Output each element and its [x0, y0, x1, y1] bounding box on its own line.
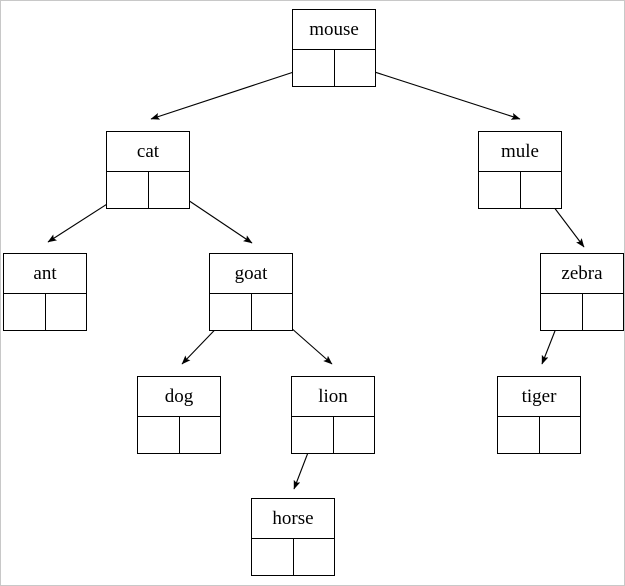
- tree-node-pointer-row: [292, 417, 374, 453]
- tree-node-pointer-row: [138, 417, 220, 453]
- right-pointer-cell[interactable]: [583, 294, 624, 330]
- left-pointer-cell[interactable]: [541, 294, 583, 330]
- tree-node-label: ant: [4, 254, 86, 294]
- tree-node-label: goat: [210, 254, 292, 294]
- left-pointer-cell[interactable]: [252, 539, 294, 575]
- tree-node-pointer-row: [107, 172, 189, 208]
- tree-node-lion[interactable]: lion: [291, 376, 375, 454]
- right-pointer-cell[interactable]: [335, 50, 376, 86]
- tree-node-label: mouse: [293, 10, 375, 50]
- tree-node-dog[interactable]: dog: [137, 376, 221, 454]
- right-pointer-cell[interactable]: [252, 294, 293, 330]
- tree-node-pointer-row: [541, 294, 623, 330]
- tree-node-label: tiger: [498, 377, 580, 417]
- tree-node-pointer-row: [293, 50, 375, 86]
- tree-node-pointer-row: [210, 294, 292, 330]
- tree-node-goat[interactable]: goat: [209, 253, 293, 331]
- left-pointer-cell[interactable]: [498, 417, 540, 453]
- right-pointer-cell[interactable]: [334, 417, 375, 453]
- tree-node-pointer-row: [252, 539, 334, 575]
- tree-node-label: zebra: [541, 254, 623, 294]
- left-pointer-cell[interactable]: [210, 294, 252, 330]
- left-pointer-cell[interactable]: [4, 294, 46, 330]
- left-pointer-cell[interactable]: [107, 172, 149, 208]
- tree-node-pointer-row: [4, 294, 86, 330]
- left-pointer-cell[interactable]: [293, 50, 335, 86]
- left-pointer-cell[interactable]: [138, 417, 180, 453]
- right-pointer-cell[interactable]: [180, 417, 221, 453]
- tree-node-mouse[interactable]: mouse: [292, 9, 376, 87]
- tree-node-label: horse: [252, 499, 334, 539]
- tree-node-label: cat: [107, 132, 189, 172]
- left-pointer-cell[interactable]: [292, 417, 334, 453]
- tree-node-ant[interactable]: ant: [3, 253, 87, 331]
- tree-node-horse[interactable]: horse: [251, 498, 335, 576]
- tree-node-mule[interactable]: mule: [478, 131, 562, 209]
- edge-mouse-to-mule: [352, 64, 521, 120]
- right-pointer-cell[interactable]: [521, 172, 562, 208]
- tree-node-cat[interactable]: cat: [106, 131, 190, 209]
- edge-mouse-to-cat: [150, 64, 316, 120]
- tree-node-tiger[interactable]: tiger: [497, 376, 581, 454]
- tree-node-label: mule: [479, 132, 561, 172]
- tree-node-pointer-row: [479, 172, 561, 208]
- tree-node-label: lion: [292, 377, 374, 417]
- right-pointer-cell[interactable]: [46, 294, 87, 330]
- right-pointer-cell[interactable]: [540, 417, 581, 453]
- tree-node-pointer-row: [498, 417, 580, 453]
- left-pointer-cell[interactable]: [479, 172, 521, 208]
- right-pointer-cell[interactable]: [294, 539, 335, 575]
- tree-node-label: dog: [138, 377, 220, 417]
- tree-node-zebra[interactable]: zebra: [540, 253, 624, 331]
- right-pointer-cell[interactable]: [149, 172, 190, 208]
